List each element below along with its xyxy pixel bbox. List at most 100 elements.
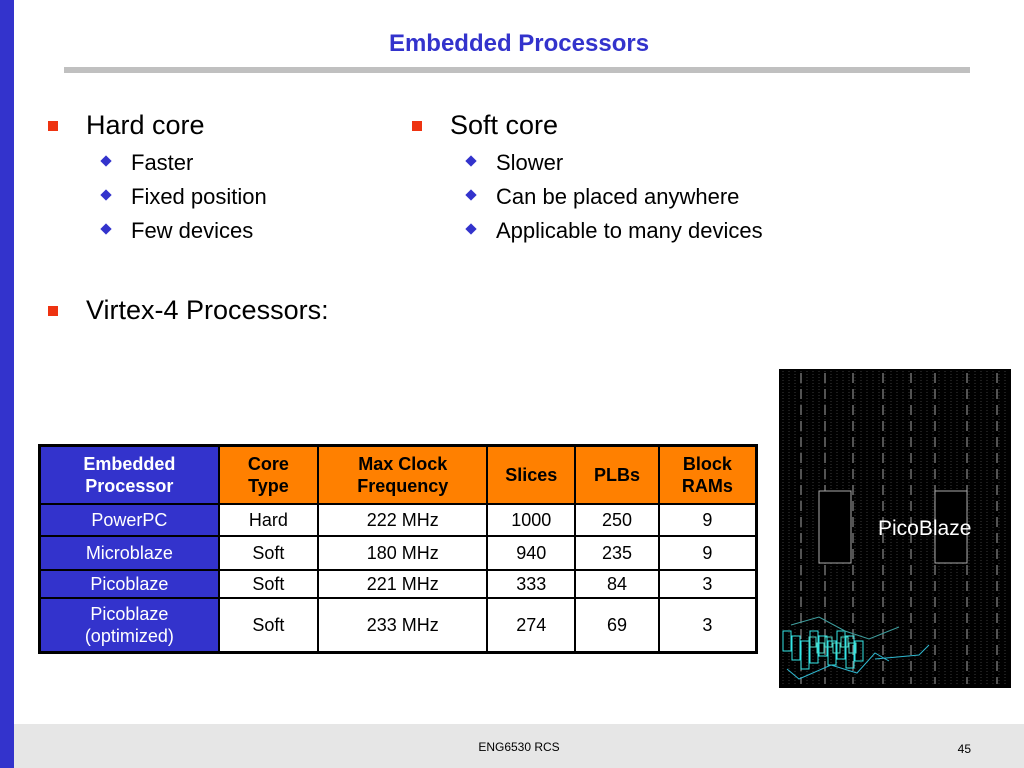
header-text: Core [247,454,289,474]
table-cell: 1000 [486,503,577,537]
floorplan-detail [854,640,864,662]
table-cell: 84 [574,569,660,599]
floorplan-detail [816,642,825,654]
slide-title: Embedded Processors [388,30,650,57]
bullet-virtex4: Virtex-4 Processors: [48,295,329,326]
sub-bullet-text: Faster [131,150,194,175]
square-bullet-icon [412,121,422,131]
floorplan-detail [800,640,810,670]
sub-bullet-faster: Faster [100,150,194,176]
table-cell: 3 [657,597,758,653]
header-text: Slices [505,465,558,485]
table-cell: 69 [574,597,660,653]
floorplan-detail [782,630,792,652]
sub-bullet-fixed-position: Fixed position [100,184,267,210]
bullet-hard-core-text: Hard core [86,110,205,140]
sub-bullet-text: Applicable to many devices [496,218,763,243]
diamond-bullet-icon [100,223,112,235]
diamond-bullet-icon [100,155,112,167]
floorplan-detail [845,635,855,669]
table-cell: 235 [574,535,660,571]
floorplan-detail [791,635,801,661]
floorplan-detail [808,636,817,648]
table-cell: 222 MHz [317,503,489,537]
picoblaze-label: PicoBlaze [878,517,972,540]
floorplan-detail [836,630,846,660]
square-bullet-icon [48,306,58,316]
header-text: Processor [85,476,174,496]
table-cell: 180 MHz [317,535,489,571]
cell-text: Picoblaze [90,574,169,594]
floorplan-detail [818,635,828,657]
floorplan-detail [824,636,833,648]
fpga-floorplan-image [779,369,1011,688]
floorplan-detail [874,644,930,660]
footer-bar [14,724,1024,768]
table-cell: 221 MHz [317,569,489,599]
footer-page-number: 45 [957,742,971,756]
table-cell: 250 [574,503,660,537]
table-cell: 940 [486,535,577,571]
table-cell: 333 [486,569,577,599]
table-cell: 233 MHz [317,597,489,653]
diamond-bullet-icon [465,189,477,201]
table-cell: Picoblaze [38,569,220,599]
header-text: Block [682,454,732,474]
square-bullet-icon [48,121,58,131]
bullet-soft-core: Soft core [412,110,559,141]
sub-bullet-few-devices: Few devices [100,218,254,244]
floorplan-detail [786,652,890,680]
header-text: RAMs [681,476,733,496]
table-cell: PowerPC [38,503,220,537]
header-text: Embedded [83,454,176,474]
header-text: Max Clock [358,454,448,474]
floorplan-detail [848,642,857,654]
bullet-hard-core: Hard core [48,110,205,141]
sub-bullet-text: Fixed position [131,184,267,209]
table-cell: Hard [217,503,320,537]
floorplan-detail [790,616,900,640]
bullet-soft-core-text: Soft core [450,110,559,140]
table-cell: 3 [657,569,758,599]
header-text: PLBs [593,465,640,485]
floorplan-detail [832,642,841,654]
fpga-floorplan-graphic [782,371,1006,686]
cell-text: PowerPC [91,510,168,530]
header-text: Type [248,476,289,496]
diamond-bullet-icon [465,155,477,167]
sub-bullet-placed-anywhere: Can be placed anywhere [465,184,739,210]
table-cell: Soft [217,597,320,653]
table-cell: 274 [486,597,577,653]
floorplan-detail [818,490,852,564]
table-cell: Picoblaze(optimized) [38,597,220,653]
floorplan-detail [840,636,849,648]
footer-course: ENG6530 RCS [478,740,560,754]
sub-bullet-slower: Slower [465,150,564,176]
cell-text: (optimized) [84,625,174,646]
sub-bullet-text: Few devices [131,218,254,243]
table-cell: Microblaze [38,535,220,571]
floorplan-detail [934,490,968,564]
table-header-cell: Slices [486,444,577,505]
table-cell: Soft [217,535,320,571]
table-cell: 9 [657,535,758,571]
table-cell: 9 [657,503,758,537]
table-cell: Soft [217,569,320,599]
sub-bullet-text: Slower [496,150,564,175]
sub-bullet-many-devices: Applicable to many devices [465,218,763,244]
bullet-virtex4-text: Virtex-4 Processors: [86,295,329,325]
title-underline [64,67,970,73]
cell-text: Picoblaze [90,603,169,624]
left-accent-bar [0,0,14,768]
diamond-bullet-icon [100,189,112,201]
